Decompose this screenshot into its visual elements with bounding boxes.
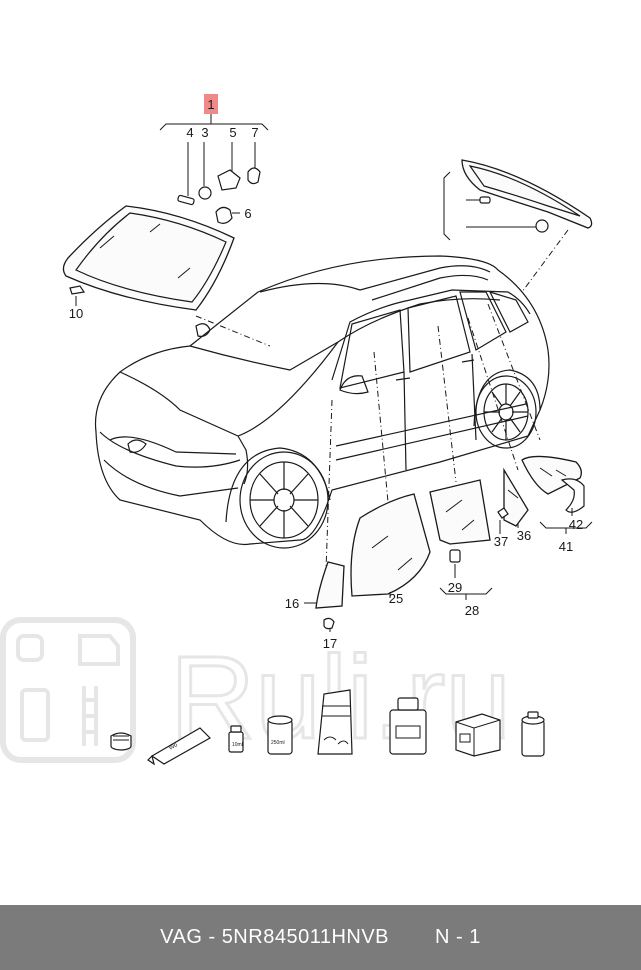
trim-clip-part xyxy=(69,285,86,295)
part-40-polish-jar xyxy=(389,697,427,755)
rear-window-plug-part xyxy=(535,219,549,233)
callout-16: 28 xyxy=(465,603,479,618)
part-39-repair-kit-bag xyxy=(317,689,353,755)
sensor-pad-part xyxy=(177,194,195,206)
vent-clip-part xyxy=(497,507,509,519)
callout-5: 6 xyxy=(244,206,251,221)
rear-window-inner xyxy=(468,165,581,217)
callout-20: 36 xyxy=(517,528,531,543)
part-35-cleaner-brush xyxy=(110,732,132,751)
callout-10: 16 xyxy=(285,596,299,611)
footer-brand: VAG xyxy=(160,926,203,948)
rear-wheel xyxy=(475,375,537,449)
front-door-glass xyxy=(350,493,431,597)
callout-4: 5 xyxy=(229,125,236,140)
callout-7: 10 xyxy=(69,306,83,321)
mirror-mount-part xyxy=(215,206,233,224)
rear-window xyxy=(461,159,593,229)
watermark: Ruli.ru xyxy=(0,617,512,766)
footer-page: N - 1 xyxy=(435,926,481,948)
footer-part-number: 5NR845011HNVB xyxy=(221,926,390,948)
svg-text:250ml: 250ml xyxy=(271,740,285,746)
callout-11: 17 xyxy=(323,636,337,651)
rear-window-leader xyxy=(521,229,569,293)
part-36-adhesive-tube: Wo xyxy=(147,727,211,766)
wiring-clip-part xyxy=(217,169,241,191)
callout-25: 41 xyxy=(559,539,573,554)
leader-front-quarter xyxy=(325,399,333,571)
callout-1: 1 xyxy=(207,97,214,112)
footer-dash: - xyxy=(208,926,216,948)
callout-14: 25 xyxy=(389,591,403,606)
windshield xyxy=(62,205,235,311)
door-glass-channel-part xyxy=(449,549,461,563)
leader-rear-vent-glass xyxy=(467,317,519,471)
callout-21: 37 xyxy=(494,534,508,549)
car-body xyxy=(94,255,550,546)
svg-text:Wo: Wo xyxy=(168,742,179,752)
callout-6: 7 xyxy=(251,125,258,140)
part-37-small-bottle: 10ml xyxy=(228,725,244,753)
part-42-cartridge xyxy=(521,711,545,757)
rear-window-clip-part xyxy=(479,196,491,204)
rear-vent-glass xyxy=(503,467,529,527)
front-wheel xyxy=(239,451,329,549)
parts-diagram: Ruli.ru 1 4 3 5 7 6 10 xyxy=(0,94,593,766)
footer-bar: VAG - 5NR845011HNVB N - 1 xyxy=(0,905,641,970)
leader-quarter-glass xyxy=(487,303,541,441)
quarter-glass-seal-part xyxy=(560,478,585,513)
part-38-primer-can: 250ml xyxy=(267,715,293,755)
front-quarter-clip-part xyxy=(323,617,335,630)
callout-1-highlight xyxy=(204,94,218,114)
windshield-leader xyxy=(195,315,271,347)
watermark-logo-icons xyxy=(16,634,120,746)
windshield-reflection xyxy=(99,223,191,279)
front-quarter-glass xyxy=(315,561,345,609)
callout-17: 29 xyxy=(448,580,462,595)
part-41-kit-box xyxy=(455,713,501,757)
cover-clip-part xyxy=(247,167,261,185)
windshield-inner xyxy=(75,212,227,303)
svg-text:10ml: 10ml xyxy=(232,742,243,748)
rear-door-glass xyxy=(429,479,491,545)
callout-2: 3 xyxy=(201,125,208,140)
leader-front-door-glass xyxy=(373,351,389,503)
bracket-28 xyxy=(443,171,451,241)
rain-sensor-part xyxy=(198,186,212,200)
bracket-1 xyxy=(159,114,269,131)
bracket-25 xyxy=(539,521,593,534)
bracket-16 xyxy=(439,587,493,600)
callout-26: 42 xyxy=(569,517,583,532)
callout-3: 4 xyxy=(186,125,193,140)
leader-rear-door-glass xyxy=(437,325,457,483)
